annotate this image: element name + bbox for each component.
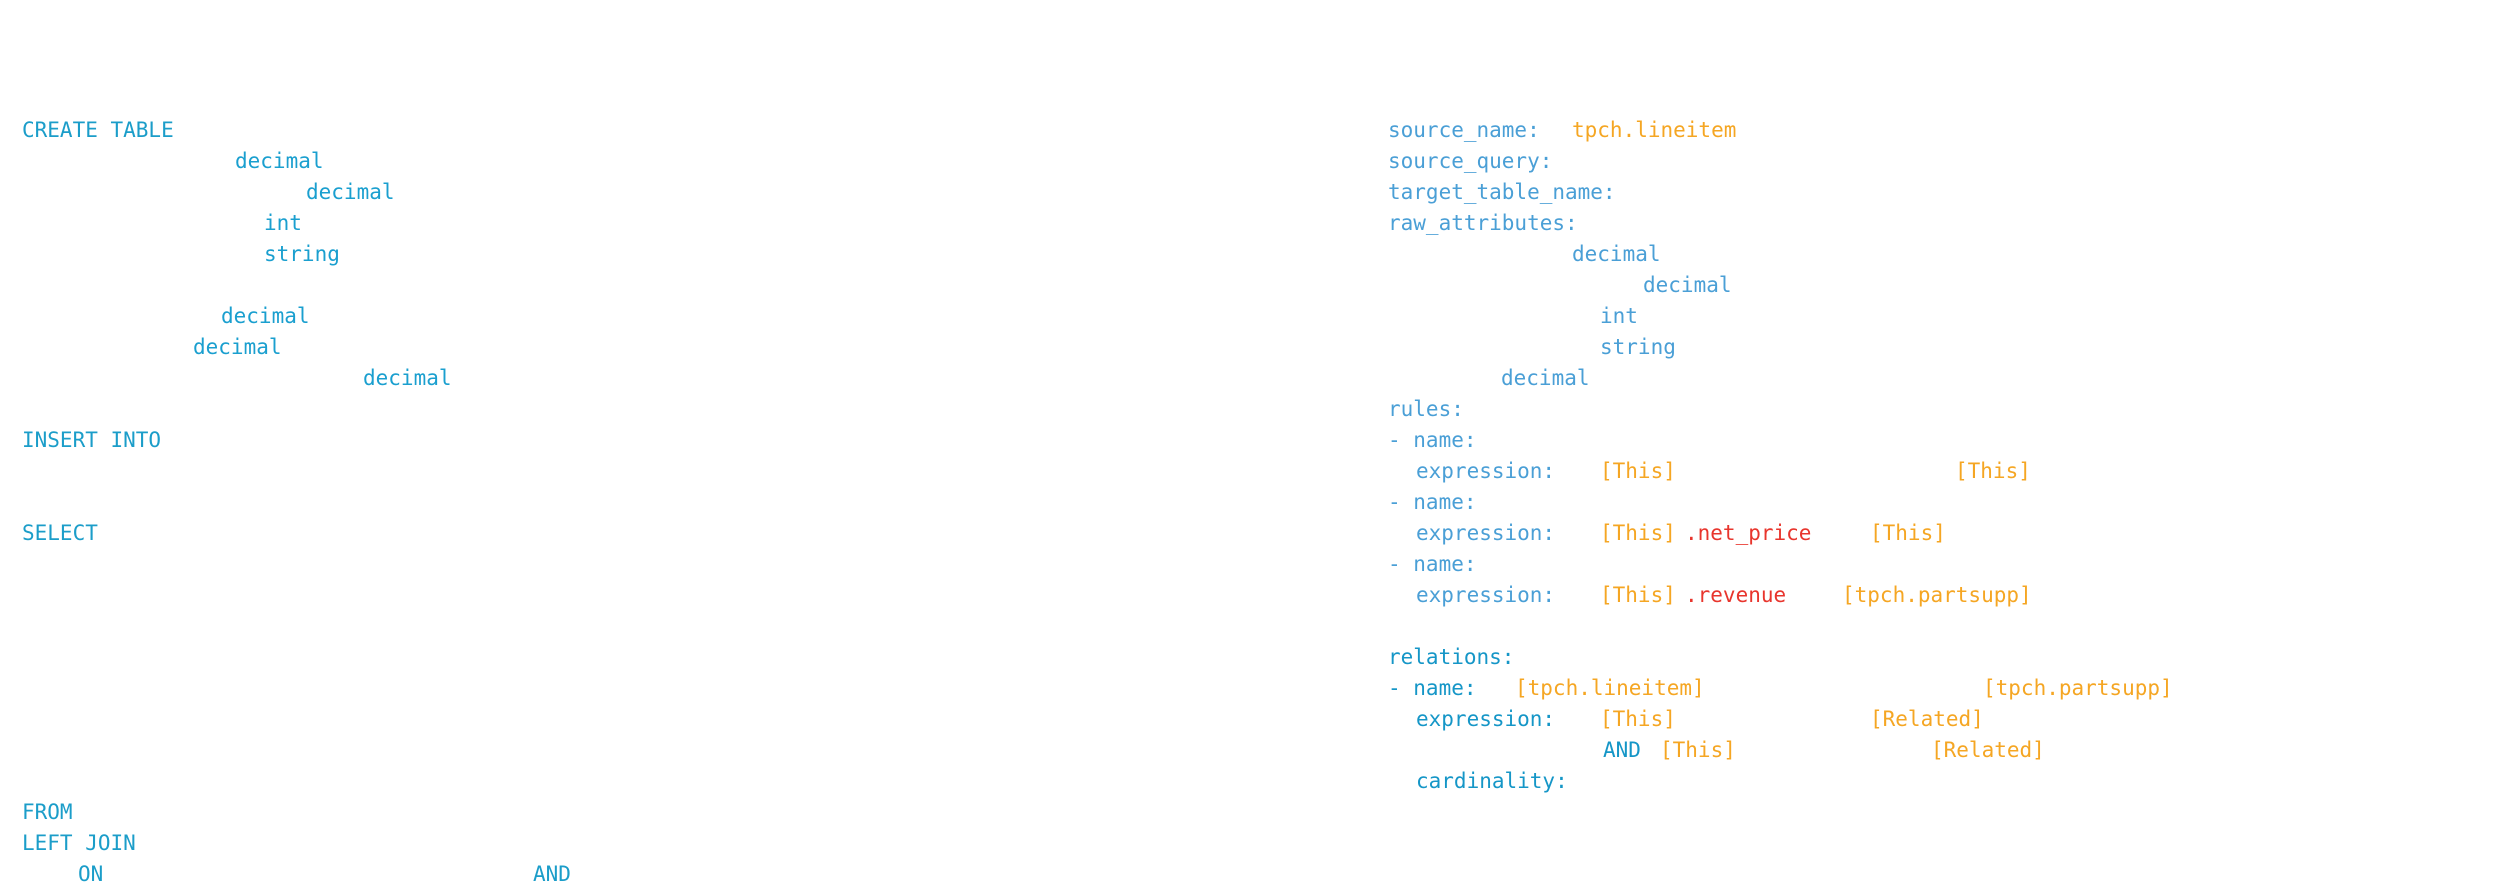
yaml-relations-key: relations:: [1388, 645, 1515, 669]
sql-insert-into-keyword: INSERT INTO: [22, 428, 162, 452]
yaml-attribute-type: decimal: [1501, 366, 1590, 390]
yaml-attribute-type: decimal: [1572, 242, 1661, 266]
sql-column-type: decimal: [306, 180, 395, 204]
yaml-this-reference: [This]: [1870, 521, 1946, 545]
yaml-this-reference: [This]: [1955, 459, 2031, 483]
sql-from-keyword: FROM: [22, 800, 73, 824]
yaml-cardinality-key: cardinality:: [1416, 769, 1568, 793]
yaml-related-reference: [Related]: [1870, 707, 1984, 731]
yaml-attribute-type: decimal: [1643, 273, 1732, 297]
yaml-source-query-key: source_query:: [1388, 149, 1553, 173]
yaml-relation-expression-key: expression:: [1416, 707, 1556, 731]
yaml-property-net-price: .net_price: [1685, 521, 1812, 545]
yaml-rules-key: rules:: [1388, 397, 1464, 421]
sql-column-type: int: [264, 211, 302, 235]
yaml-attribute-type: string: [1600, 335, 1676, 359]
sql-column-type: decimal: [235, 149, 324, 173]
sql-create-table-keyword: CREATE TABLE: [22, 118, 174, 142]
yaml-property-revenue: .revenue: [1685, 583, 1787, 607]
yaml-attribute-type: int: [1600, 304, 1638, 328]
yaml-this-reference: [This]: [1600, 459, 1676, 483]
yaml-source-name-key: source_name:: [1388, 118, 1540, 142]
sql-select-keyword: SELECT: [22, 521, 98, 545]
yaml-rule-name-key: - name:: [1388, 428, 1477, 452]
yaml-target-table-name-key: target_table_name:: [1388, 180, 1616, 204]
yaml-partsupp-reference: [tpch.partsupp]: [1842, 583, 2032, 607]
yaml-this-reference: [This]: [1600, 583, 1676, 607]
sql-column-type: string: [264, 242, 340, 266]
yaml-partsupp-reference: [tpch.partsupp]: [1983, 676, 2173, 700]
sql-column-type: decimal: [221, 304, 310, 328]
sql-column-type: decimal: [193, 335, 282, 359]
sql-left-join-keyword: LEFT JOIN: [22, 831, 136, 855]
yaml-rule-expression-key: expression:: [1416, 521, 1556, 545]
yaml-rule-expression-key: expression:: [1416, 583, 1556, 607]
yaml-related-reference: [Related]: [1931, 738, 2045, 762]
yaml-relation-name-key: - name:: [1388, 676, 1477, 700]
sql-and-keyword: AND: [533, 862, 571, 886]
yaml-lineitem-reference: [tpch.lineitem]: [1515, 676, 1705, 700]
yaml-rule-name-key: - name:: [1388, 552, 1477, 576]
yaml-and-keyword: AND: [1603, 738, 1641, 762]
yaml-rule-expression-key: expression:: [1416, 459, 1556, 483]
sql-column-type: decimal: [363, 366, 452, 390]
yaml-rule-name-key: - name:: [1388, 490, 1477, 514]
yaml-this-reference: [This]: [1600, 707, 1676, 731]
yaml-this-reference: [This]: [1660, 738, 1736, 762]
yaml-this-reference: [This]: [1600, 521, 1676, 545]
sql-on-keyword: ON: [78, 862, 104, 886]
yaml-raw-attributes-key: raw_attributes:: [1388, 211, 1578, 235]
yaml-source-name-value: tpch.lineitem: [1572, 118, 1737, 142]
